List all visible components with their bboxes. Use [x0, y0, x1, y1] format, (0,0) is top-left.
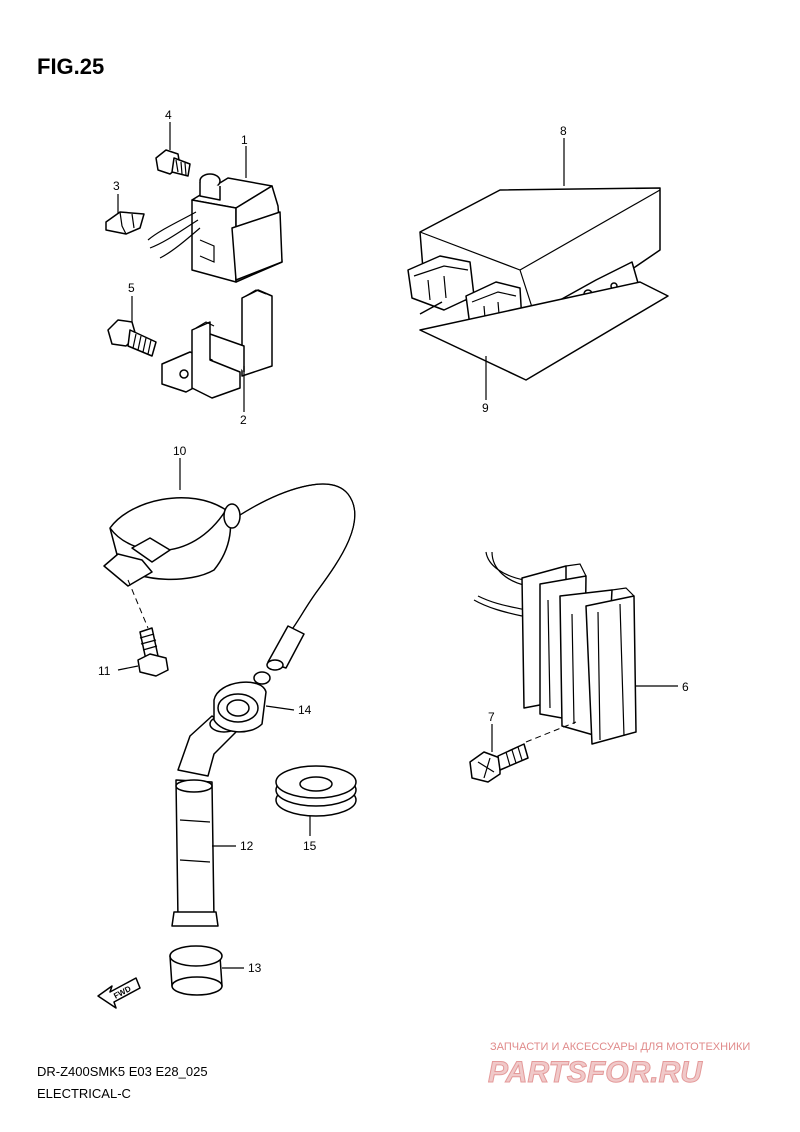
part-4-bolt [155, 149, 191, 177]
callout-1: 1 [241, 133, 248, 147]
figure-title: FIG.25 [37, 54, 104, 79]
part-15-washer [275, 765, 357, 817]
part-3-terminal [105, 211, 145, 235]
callout-12: 12 [240, 839, 254, 853]
callout-15: 15 [303, 839, 317, 853]
callout-9: 9 [482, 401, 489, 415]
callout-5: 5 [128, 281, 135, 295]
watermark: ЗАПЧАСТИ И АКСЕССУАРЫ ДЛЯ МОТОТЕХНИКИ PA… [488, 1041, 751, 1090]
callout-11: 11 [98, 664, 111, 678]
part-13-cap [169, 945, 223, 996]
fwd-arrow-icon: FWD [97, 977, 141, 1009]
callout-2: 2 [240, 413, 247, 427]
callout-8: 8 [560, 124, 567, 138]
callout-4: 4 [165, 108, 172, 122]
part-1-relay [147, 173, 283, 283]
section-name: ELECTRICAL-C [37, 1086, 131, 1101]
callout-13: 13 [248, 961, 262, 975]
part-5-bolt [107, 319, 157, 357]
part-14-grommet [213, 671, 271, 733]
callout-10: 10 [173, 444, 187, 458]
assembly-lines [127, 579, 577, 743]
leader-lines [117, 122, 678, 969]
callout-3: 3 [113, 179, 120, 193]
part-11-bolt [137, 627, 169, 677]
part-9-pad [419, 281, 669, 381]
callout-14: 14 [298, 703, 312, 717]
callout-6: 6 [682, 680, 689, 694]
part-12-plug-cap [171, 715, 239, 927]
watermark-tagline: ЗАПЧАСТИ И АКСЕССУАРЫ ДЛЯ МОТОТЕХНИКИ [490, 1041, 750, 1053]
part-7-screw [469, 743, 529, 783]
part-2-bracket [161, 289, 273, 399]
watermark-brand: PARTSFOR.RU [488, 1056, 703, 1089]
part-10-ignition-coil [103, 483, 356, 671]
callout-7: 7 [488, 710, 495, 724]
model-code: DR-Z400SMK5 E03 E28_025 [37, 1064, 208, 1079]
part-6-regulator-rectifier [473, 551, 637, 745]
